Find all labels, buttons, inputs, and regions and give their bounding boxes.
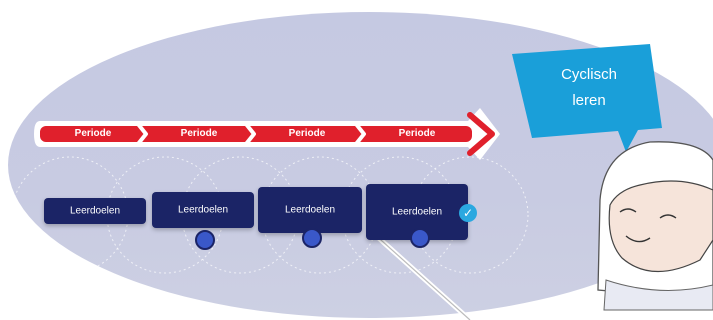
bubble-line: Cyclisch — [561, 66, 617, 83]
period-label: Periode — [74, 128, 112, 139]
goal-label: Leerdoelen — [69, 205, 121, 217]
refresh-icon — [302, 228, 322, 248]
checkmark-icon: ✓ — [459, 204, 477, 222]
goal-label: Leerdoelen — [391, 206, 443, 218]
goal-box: Leerdoelen — [152, 192, 254, 228]
chevron-icon — [244, 122, 256, 146]
period-label: Periode — [398, 128, 436, 139]
goal-box: Leerdoelen — [44, 198, 146, 224]
goal-box: Leerdoelen — [258, 187, 362, 233]
arrow-head — [467, 112, 495, 156]
chevron-icon — [354, 122, 366, 146]
goal-label: Leerdoelen — [177, 204, 229, 216]
bubble-line: leren — [572, 92, 606, 109]
chevron-icon — [136, 122, 148, 146]
refresh-icon — [410, 228, 430, 248]
period-label: Periode — [180, 128, 218, 139]
goal-label: Leerdoelen — [284, 204, 336, 216]
speech-bubble-text: Cyclisch leren — [548, 62, 630, 114]
refresh-icon — [195, 230, 215, 250]
period-label: Periode — [288, 128, 326, 139]
